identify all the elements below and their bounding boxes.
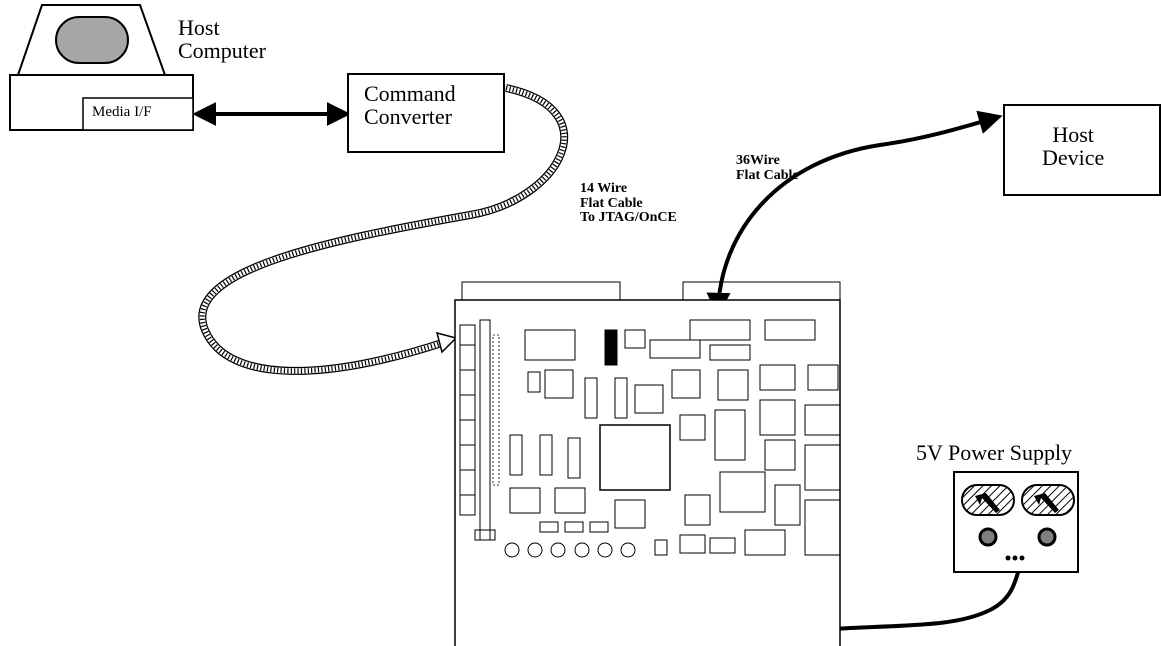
command-converter-label-line1: Command bbox=[364, 81, 456, 106]
host-computer-label-line1: Host bbox=[178, 15, 220, 40]
flat-cable-14-wire bbox=[198, 84, 569, 375]
power-supply-label: 5V Power Supply bbox=[916, 440, 1073, 465]
cable-14-label-line1: 14 Wire bbox=[580, 181, 628, 196]
command-converter-label: Command Converter bbox=[364, 82, 456, 128]
command-converter-box bbox=[347, 73, 505, 153]
cable-14-label-line3: To JTAG/OnCE bbox=[580, 210, 677, 226]
cable-36-label-line1: 36Wire bbox=[736, 153, 780, 168]
host-device-label: Host Device bbox=[1042, 123, 1104, 169]
media-if-label: Media I/F bbox=[92, 104, 152, 120]
host-device-box bbox=[1003, 104, 1161, 196]
cable-36-label: 36Wire Flat Cable bbox=[736, 153, 799, 183]
cable-14-label-line2: Flat Cable bbox=[580, 195, 643, 211]
host-computer-icon bbox=[9, 4, 194, 131]
flat-cable-36-wire bbox=[706, 110, 1003, 317]
host-device-label-line1: Host bbox=[1052, 122, 1094, 147]
cable-14-label: 14 Wire Flat Cable To JTAG/OnCE bbox=[580, 181, 677, 226]
host-computer-label-line2: Computer bbox=[178, 38, 266, 64]
circuit-board bbox=[454, 281, 841, 646]
cable-36-label-line2: Flat Cable bbox=[736, 167, 799, 183]
host-device-label-line2: Device bbox=[1042, 145, 1105, 171]
power-supply-icon bbox=[953, 471, 1079, 573]
host-computer-label: Host Computer bbox=[178, 16, 266, 62]
command-converter-label-line2: Converter bbox=[364, 104, 452, 130]
